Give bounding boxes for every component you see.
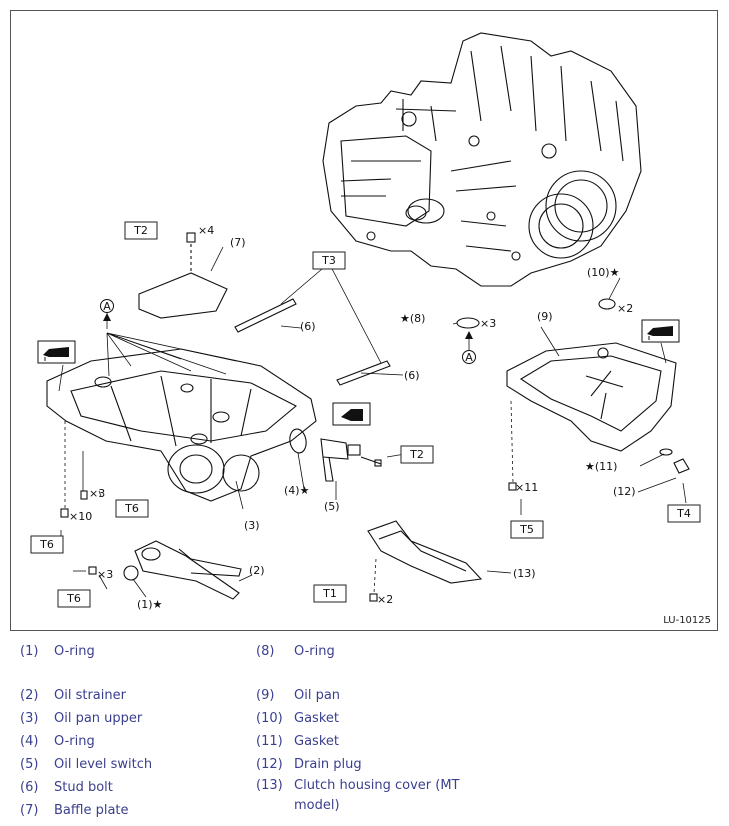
qty-11: ×11 — [515, 481, 538, 494]
oil-pan-upper — [46, 348, 317, 502]
legend-item: (1)O-ring — [20, 644, 95, 659]
marker-a-2: A — [462, 350, 476, 364]
svg-text:T5: T5 — [519, 523, 534, 536]
qty-3-oring: ×3 — [480, 317, 496, 330]
svg-text:T6: T6 — [39, 538, 54, 551]
callout-8: ★(8) — [400, 312, 425, 325]
svg-text:A: A — [465, 351, 473, 364]
o-ring-4 — [289, 428, 307, 454]
qty-4: ×4 — [198, 224, 214, 237]
oil-pan — [506, 342, 677, 452]
qty-10: ×10 — [69, 510, 92, 523]
legend-item: (10)Gasket — [256, 711, 339, 726]
legend-right: (8)O-ring (9)Oil pan (10)Gasket (11)Gask… — [256, 640, 476, 820]
legend-item: (6)Stud bolt — [20, 780, 113, 795]
legend-item: (3)Oil pan upper — [20, 711, 143, 726]
torque-box-t4: T4 — [667, 504, 701, 523]
svg-text:T6: T6 — [124, 502, 139, 515]
oil-can-icon — [37, 340, 76, 364]
qty-3-mid: ×3 — [89, 487, 105, 500]
legend-item: (13)Clutch housing cover (MT model) — [256, 778, 460, 813]
stud-bolts — [234, 298, 391, 386]
svg-text:T6: T6 — [66, 592, 81, 605]
figure-id: LU-10125 — [663, 615, 711, 626]
torque-box-t6-left: T6 — [30, 535, 64, 554]
legend-item: (5)Oil level switch — [20, 757, 153, 772]
callout-6b: (6) — [404, 369, 420, 382]
oil-can-icon — [641, 319, 680, 343]
diagram-canvas: A A T2 T3 T6 T6 T6 T2 T5 T4 T1 (1)★ (2) … — [30, 32, 701, 611]
svg-text:T1: T1 — [322, 587, 337, 600]
qty-3-bottom: ×3 — [97, 568, 113, 581]
callout-11: ★(11) — [585, 460, 617, 473]
baffle-plate — [138, 272, 228, 319]
svg-text:T2: T2 — [133, 224, 148, 237]
marker-a-1: A — [100, 299, 114, 313]
callout-10: (10)★ — [587, 266, 620, 279]
torque-box-t6-bottom: T6 — [57, 589, 91, 608]
legend-item: (8)O-ring — [256, 644, 335, 659]
oil-strainer — [123, 540, 242, 600]
engine-block — [322, 32, 642, 287]
legend-item: (4)O-ring — [20, 734, 95, 749]
torque-box-t1: T1 — [313, 584, 347, 603]
callout-12: (12) — [613, 485, 636, 498]
o-ring-8 — [456, 317, 480, 329]
gasket-10 — [598, 298, 616, 310]
svg-text:T4: T4 — [676, 507, 691, 520]
callout-2: (2) — [249, 564, 265, 577]
torque-box-t5: T5 — [510, 520, 544, 539]
callout-6a: (6) — [300, 320, 316, 333]
clutch-housing-cover — [367, 520, 483, 584]
callout-13: (13) — [513, 567, 536, 580]
legend-item: (11)Gasket — [256, 734, 339, 749]
oil-level-switch — [320, 438, 361, 482]
legend-item: (2)Oil strainer — [20, 688, 126, 703]
callout-9: (9) — [537, 310, 553, 323]
callout-7: (7) — [230, 236, 246, 249]
qty-2-cover: ×2 — [377, 593, 393, 606]
legend-item: (9)Oil pan — [256, 688, 341, 703]
legend-item: (12)Drain plug — [256, 757, 362, 772]
callout-4: (4)★ — [284, 484, 310, 497]
legend-item: (7)Baffle plate — [20, 803, 129, 818]
gasket-11 — [659, 448, 673, 456]
torque-box-t2-switch: T2 — [400, 445, 434, 464]
svg-text:A: A — [103, 300, 111, 313]
callout-5: (5) — [324, 500, 340, 513]
torque-box-t3: T3 — [312, 251, 346, 270]
drain-plug — [673, 458, 690, 474]
grease-icon — [332, 402, 371, 426]
legend-left: (1)O-ring (2)Oil strainer (3)Oil pan upp… — [20, 640, 250, 822]
torque-box-t6-mid: T6 — [115, 499, 149, 518]
callout-3: (3) — [244, 519, 260, 532]
callout-1: (1)★ — [137, 598, 163, 611]
torque-box-t2-top: T2 — [124, 221, 158, 240]
qty-2-gasket: ×2 — [617, 302, 633, 315]
exploded-diagram: A A T2 T3 T6 T6 T6 T2 T5 T4 T1 (1)★ (2) … — [10, 10, 718, 631]
svg-text:T3: T3 — [321, 254, 336, 267]
svg-text:T2: T2 — [409, 448, 424, 461]
